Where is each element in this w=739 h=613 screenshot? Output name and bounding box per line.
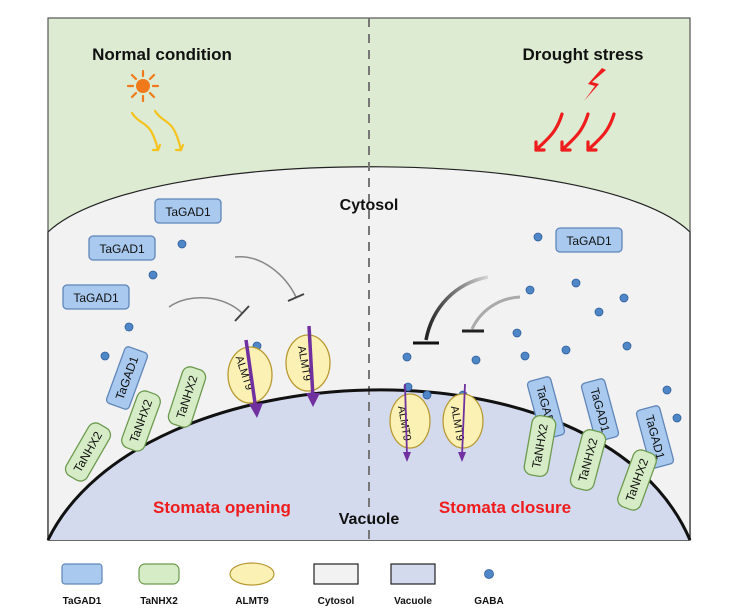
svg-text:Vacuole: Vacuole bbox=[394, 596, 432, 607]
lightning-icon bbox=[584, 68, 606, 101]
legend-item-vacuole: Vacuole bbox=[390, 563, 436, 607]
stomata-closure-label: Stomata closure bbox=[439, 498, 571, 517]
legend: TaGAD1 TaNHX2 ALMT9 Cytosol Vacuole GABA bbox=[61, 562, 504, 607]
almt9-channel: ALMT9 bbox=[285, 325, 331, 407]
tanhx2-protein: TaNHX2 bbox=[523, 414, 557, 478]
legend-item-tanhx2: TaNHX2 bbox=[138, 563, 180, 607]
tonoplast-membrane bbox=[46, 388, 692, 541]
inhibition-symbols-left bbox=[168, 256, 305, 322]
legend-item-cytosol: Cytosol bbox=[313, 563, 359, 607]
svg-text:TaGAD1: TaGAD1 bbox=[99, 242, 145, 256]
cytosol-label: Cytosol bbox=[340, 197, 399, 214]
legend-item-almt9: ALMT9 bbox=[229, 562, 275, 607]
tagad1-protein: TaGAD1 bbox=[154, 198, 222, 224]
inhibition-symbols-right bbox=[413, 275, 521, 345]
tagad1-protein: TaGAD1 bbox=[555, 227, 623, 253]
svg-text:TaGAD1: TaGAD1 bbox=[566, 234, 612, 248]
almt9-channel: ALMT9 bbox=[442, 383, 484, 462]
almt9-channel: ALMT9 bbox=[227, 339, 273, 418]
sunlight-rays bbox=[130, 109, 185, 152]
svg-text:GABA: GABA bbox=[474, 596, 503, 607]
svg-text:TaNHX2: TaNHX2 bbox=[140, 596, 178, 607]
vacuole-label: Vacuole bbox=[339, 511, 400, 528]
almt9-channel: ALMT9 bbox=[389, 383, 431, 462]
svg-text:TaGAD1: TaGAD1 bbox=[165, 205, 211, 219]
svg-text:Cytosol: Cytosol bbox=[318, 596, 355, 607]
tanhx2-protein: TaNHX2 bbox=[617, 449, 657, 511]
svg-text:TaGAD1: TaGAD1 bbox=[63, 596, 102, 607]
legend-item-tagad1: TaGAD1 bbox=[61, 563, 103, 607]
svg-text:ALMT9: ALMT9 bbox=[235, 596, 269, 607]
svg-text:TaGAD1: TaGAD1 bbox=[73, 291, 119, 305]
normal-condition-title: Normal condition bbox=[92, 45, 232, 64]
tanhx2-protein: TaNHX2 bbox=[569, 429, 607, 491]
drought-arrows bbox=[534, 112, 616, 152]
legend-item-gaba: GABA bbox=[474, 569, 504, 607]
stomata-opening-label: Stomata opening bbox=[153, 498, 291, 517]
tagad1-protein: TaGAD1 bbox=[580, 378, 620, 442]
vacuole-region bbox=[48, 389, 690, 540]
drought-stress-title: Drought stress bbox=[523, 45, 644, 64]
tagad1-protein: TaGAD1 bbox=[88, 235, 156, 261]
sun-icon bbox=[126, 69, 160, 103]
tagad1-protein: TaGAD1 bbox=[62, 284, 130, 310]
